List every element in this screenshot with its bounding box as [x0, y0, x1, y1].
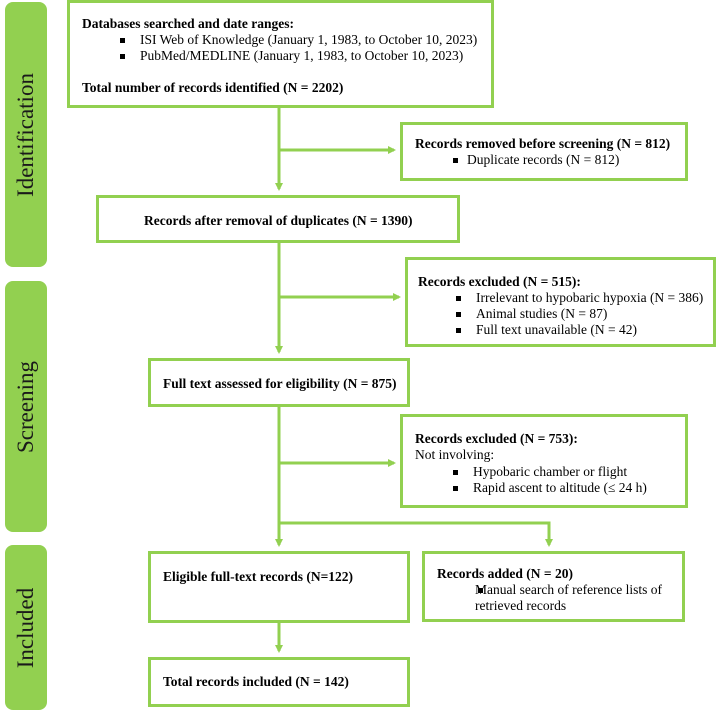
removed-item: Duplicate records (N = 812) [415, 152, 685, 168]
eligible-title: Eligible full-text records (N=122) [163, 569, 354, 584]
excluded-2-box: Records excluded (N = 753): Not involvin… [400, 414, 688, 508]
excluded-1-item: Irrelevant to hypobaric hypoxia (N = 386… [418, 290, 713, 306]
excluded-2-title: Records excluded (N = 753): [415, 431, 578, 446]
removed-box: Records removed before screening (N = 81… [400, 122, 688, 181]
excluded-2-item: Rapid ascent to altitude (≤ 24 h) [415, 480, 685, 496]
phase-identification-label: Identification [13, 72, 38, 197]
after-duplicates-title: Records after removal of duplicates (N =… [144, 213, 413, 228]
database-item: PubMed/MEDLINE (January 1, 1983, to Octo… [82, 48, 491, 64]
eligible-box: Eligible full-text records (N=122) [148, 551, 410, 623]
excluded-1-item: Full text unavailable (N = 42) [418, 322, 713, 338]
total-included-box: Total records included (N = 142) [148, 657, 410, 707]
added-item: Manual search of reference lists of retr… [437, 582, 674, 614]
phase-screening: Screening [5, 281, 47, 532]
added-box: Records added (N = 20) Manual search of … [422, 551, 685, 622]
after-duplicates-box: Records after removal of duplicates (N =… [96, 195, 460, 243]
total-included-title: Total records included (N = 142) [163, 674, 349, 689]
full-text-title: Full text assessed for eligibility (N = … [163, 376, 397, 391]
phase-screening-label: Screening [13, 360, 38, 453]
databases-box: Databases searched and date ranges: ISI … [67, 0, 494, 108]
removed-title: Records removed before screening (N = 81… [415, 136, 671, 151]
arrow-to-added [279, 521, 553, 547]
databases-title: Databases searched and date ranges: [82, 16, 294, 31]
excluded-1-item: Animal studies (N = 87) [418, 306, 713, 322]
excluded-2-subtitle: Not involving: [415, 447, 495, 462]
excluded-1-box: Records excluded (N = 515): Irrelevant t… [405, 257, 716, 347]
phase-identification: Identification [5, 2, 47, 267]
total-identified: Total number of records identified (N = … [82, 80, 344, 95]
added-title: Records added (N = 20) [437, 566, 573, 581]
database-item: ISI Web of Knowledge (January 1, 1983, t… [82, 32, 491, 48]
full-text-box: Full text assessed for eligibility (N = … [148, 358, 410, 407]
phase-included: Included [5, 545, 47, 710]
excluded-2-item: Hypobaric chamber or flight [415, 464, 685, 480]
excluded-1-title: Records excluded (N = 515): [418, 274, 581, 289]
phase-included-label: Included [13, 587, 38, 668]
